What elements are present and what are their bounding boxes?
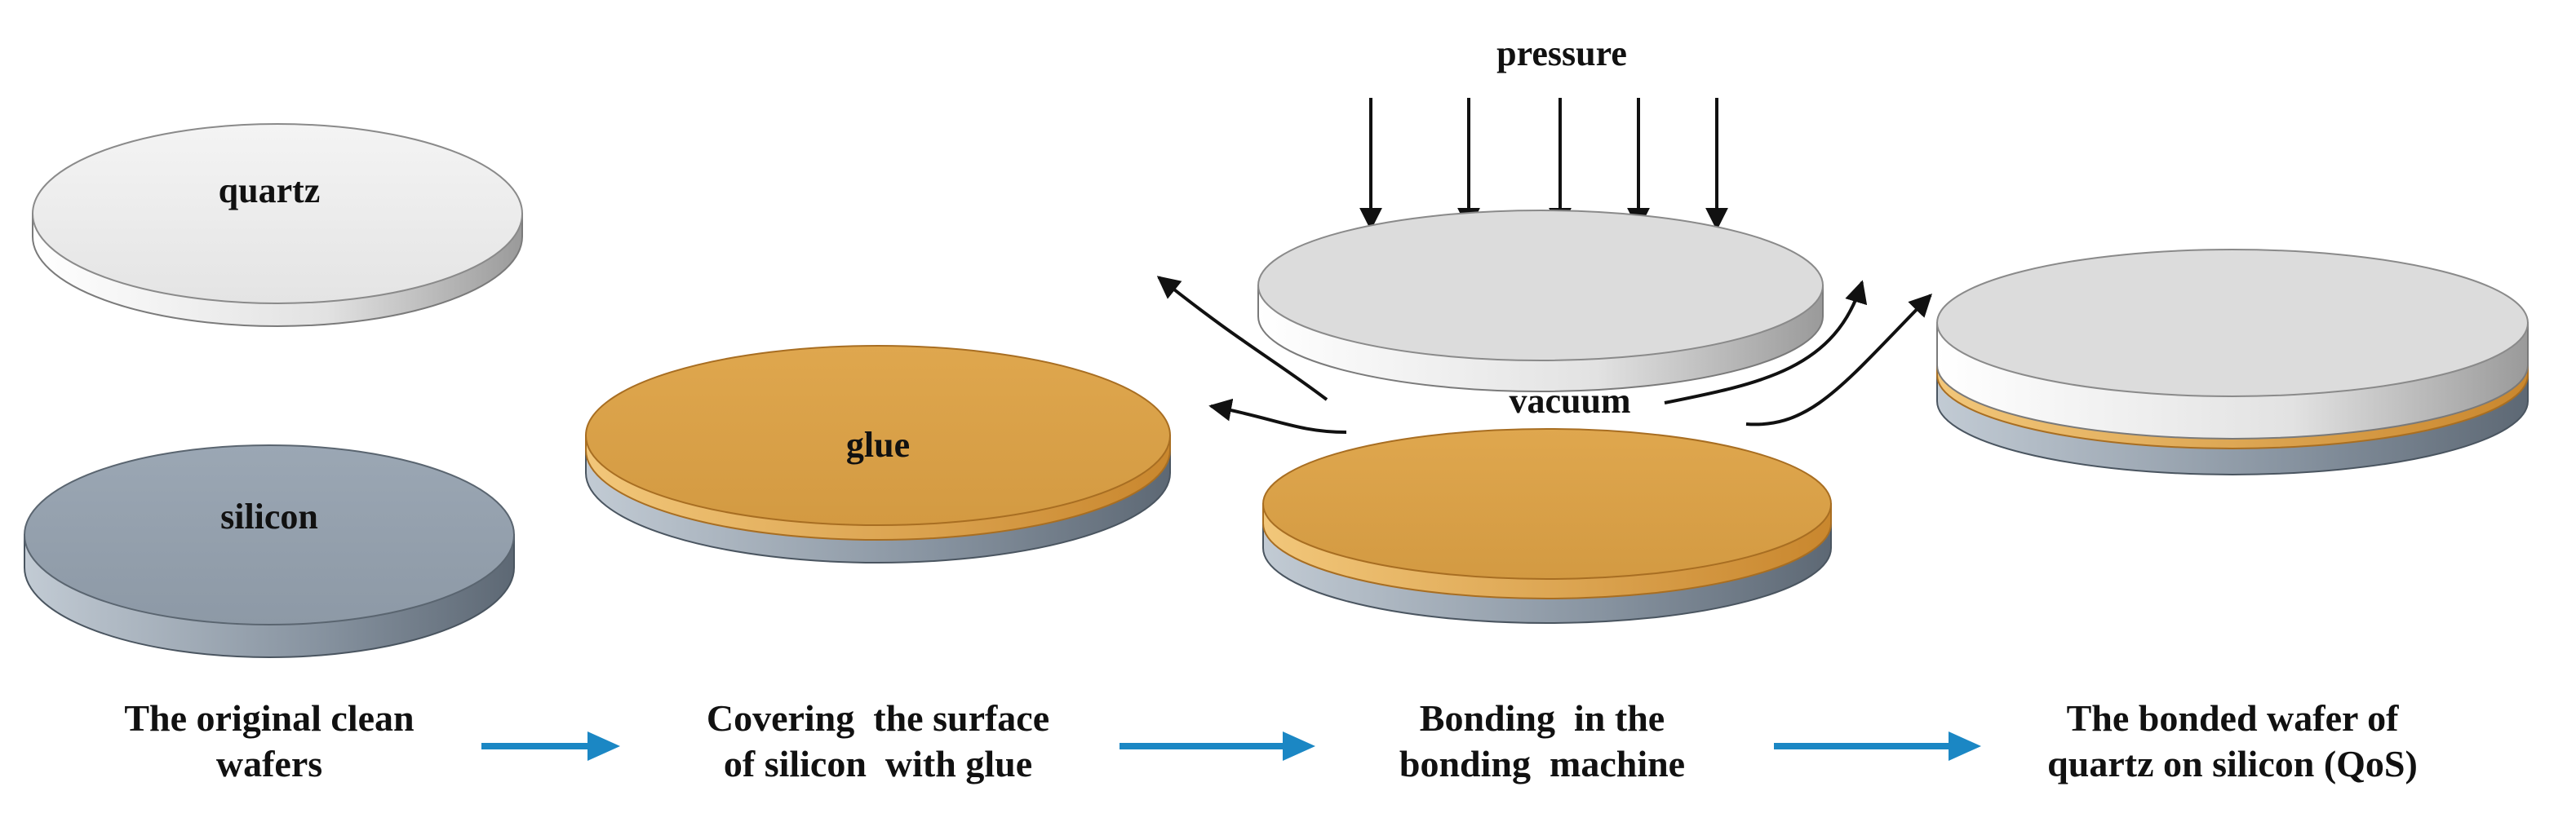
quartz-wafer-step1: quartz xyxy=(32,123,523,327)
silicon-wafer-step1: silicon xyxy=(24,444,515,658)
quartz-wafer-in-machine xyxy=(1257,210,1824,392)
glue-coated-wafer-step2: glue xyxy=(585,345,1171,563)
caption-step2-line1: Covering the surface xyxy=(707,697,1049,739)
exhaust-arrow xyxy=(1745,294,1932,426)
caption-step3-line2: bonding machine xyxy=(1399,743,1685,784)
caption-step3-line1: Bonding in the xyxy=(1420,697,1665,739)
flow-arrows xyxy=(481,731,1981,761)
flow-arrow-3-to-4 xyxy=(1774,731,1981,761)
vacuum-exhaust-arrows xyxy=(1156,276,1932,434)
bonded-qos-wafer-step4 xyxy=(1936,249,2529,475)
caption-step2-line2: of silicon with glue xyxy=(724,743,1032,784)
exhaust-arrow xyxy=(1208,398,1347,434)
pressure-label: pressure xyxy=(1496,33,1627,73)
glue-silicon-wafer-in-machine xyxy=(1262,428,1832,624)
caption-step1-line1: The original clean xyxy=(124,697,414,739)
caption-step4-line2: quartz on silicon (QoS) xyxy=(2047,743,2418,784)
silicon-label: silicon xyxy=(220,497,318,537)
glue-label: glue xyxy=(846,425,910,465)
caption-step4-line1: The bonded wafer of xyxy=(2067,697,2399,739)
flow-arrow-1-to-2 xyxy=(481,731,620,761)
bonding-step3: pressure vacuum xyxy=(1156,33,1932,624)
exhaust-arrow xyxy=(1664,280,1868,404)
pressure-arrows xyxy=(1359,98,1728,231)
quartz-label: quartz xyxy=(219,170,321,210)
caption-step1-line2: wafers xyxy=(216,743,322,784)
exhaust-arrow xyxy=(1156,276,1328,401)
vacuum-label: vacuum xyxy=(1509,381,1630,421)
flow-arrow-2-to-3 xyxy=(1120,731,1315,761)
